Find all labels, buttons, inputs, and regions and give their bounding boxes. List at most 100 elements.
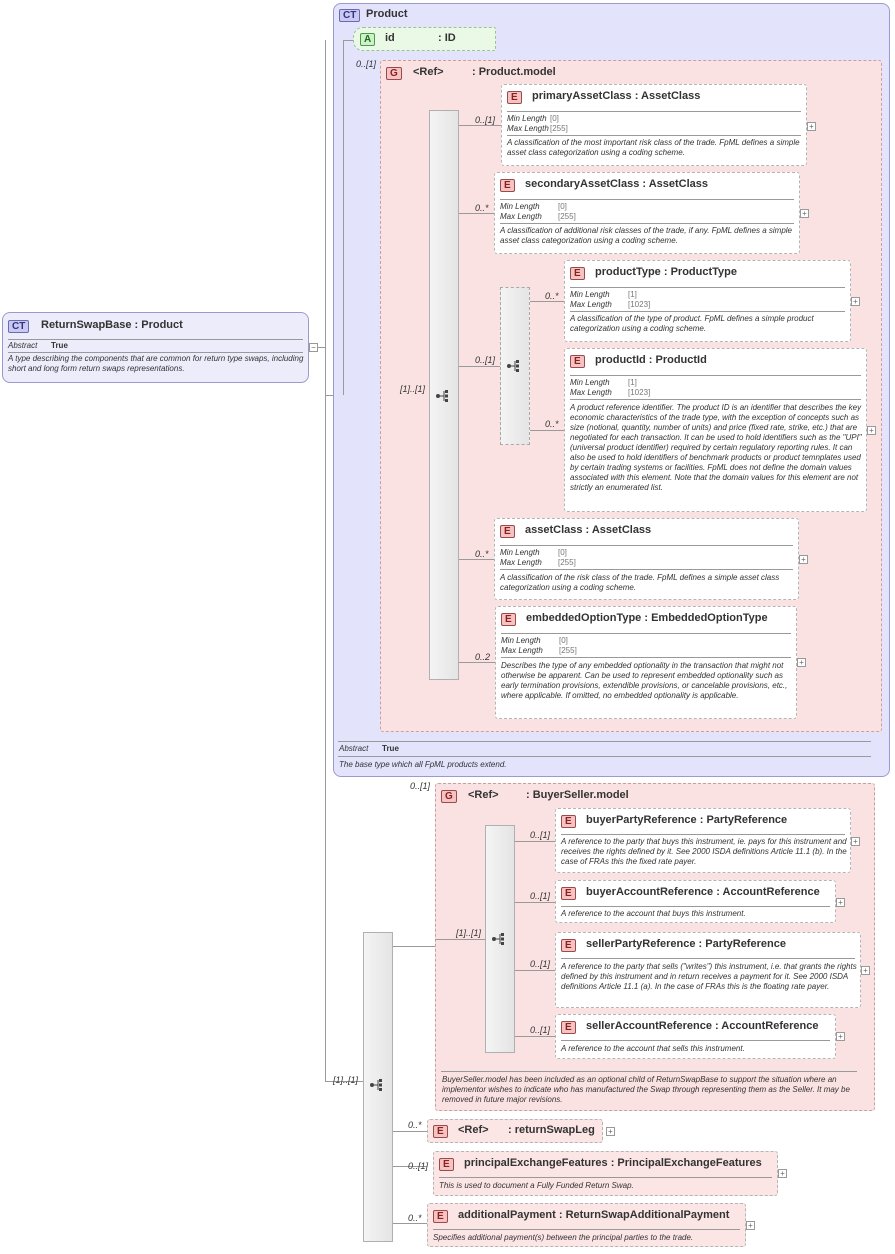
expand-toggle[interactable]: + <box>867 426 876 435</box>
element-return-swap-leg[interactable]: E <Ref> : returnSwapLeg <box>427 1119 603 1143</box>
element-buyer-account-reference[interactable]: E buyerAccountReference : AccountReferen… <box>555 880 836 923</box>
element-badge: E <box>561 815 576 828</box>
product-title: Product <box>366 8 408 20</box>
max-length-value: [255] <box>550 124 568 133</box>
group-name: : BuyerSeller.model <box>526 789 629 801</box>
element-product-type[interactable]: E productType : ProductType Min Length [… <box>564 260 851 342</box>
element-primary-asset-class[interactable]: E primaryAssetClass : AssetClass Min Len… <box>501 84 807 166</box>
attribute-id[interactable]: A id : ID <box>353 27 496 51</box>
element-description: Specifies additional payment(s) between … <box>433 1233 694 1242</box>
element-cardinality: 0..* <box>408 1120 422 1130</box>
abstract-value: True <box>51 341 68 350</box>
element-description: A classification of additional risk clas… <box>500 226 792 245</box>
expand-toggle[interactable]: + <box>851 297 860 306</box>
product-abstract-label: Abstract <box>339 744 369 753</box>
root-description: A type describing the components that ar… <box>8 354 304 373</box>
element-embedded-option-type[interactable]: E embeddedOptionType : EmbeddedOptionTyp… <box>495 606 797 719</box>
element-title: buyerPartyReference : PartyReference <box>586 814 788 826</box>
element-name: : returnSwapLeg <box>508 1124 595 1136</box>
element-badge: E <box>500 525 515 538</box>
group-cardinality: 0..[1] <box>356 59 377 69</box>
element-cardinality: 0..[1] <box>530 959 551 969</box>
element-additional-payment[interactable]: E additionalPayment : ReturnSwapAddition… <box>427 1203 746 1247</box>
sequence-icon <box>436 390 448 402</box>
element-badge: E <box>561 887 576 900</box>
expand-toggle[interactable]: + <box>836 1032 845 1041</box>
sequence-cardinality: [1]..[1] <box>456 928 482 938</box>
sequence-icon <box>370 1079 382 1091</box>
product-description: The base type which all FpML products ex… <box>339 760 507 769</box>
group-name: : Product.model <box>472 66 556 78</box>
expand-toggle[interactable]: + <box>800 209 809 218</box>
element-cardinality: 0..[1] <box>408 1161 429 1171</box>
max-length-label: Max Length <box>507 124 549 133</box>
group-description: BuyerSeller.model has been included as a… <box>442 1075 850 1104</box>
product-abstract-value: True <box>382 744 399 753</box>
expand-toggle[interactable]: + <box>799 555 808 564</box>
min-length-value: [0] <box>558 548 567 557</box>
element-badge: E <box>570 355 585 368</box>
element-seller-account-reference[interactable]: E sellerAccountReference : AccountRefere… <box>555 1014 836 1059</box>
attribute-badge: A <box>360 33 376 46</box>
element-cardinality: 0..* <box>475 549 489 559</box>
element-secondary-asset-class[interactable]: E secondaryAssetClass : AssetClass Min L… <box>494 172 800 254</box>
min-length-label: Min Length <box>507 114 547 123</box>
element-title: productId : ProductId <box>595 354 707 366</box>
root-title: ReturnSwapBase : Product <box>41 319 183 331</box>
element-cardinality: 0..[1] <box>530 1025 551 1035</box>
element-badge: E <box>570 267 585 280</box>
expand-toggle[interactable]: + <box>797 658 806 667</box>
expand-toggle[interactable]: + <box>851 837 860 846</box>
element-description: A reference to the party that buys this … <box>561 837 847 866</box>
max-length-label: Max Length <box>570 300 612 309</box>
element-cardinality: 0..* <box>475 203 489 213</box>
max-length-value: [255] <box>559 646 577 655</box>
choice-cardinality: 0..[1] <box>475 355 496 365</box>
collapse-toggle[interactable]: − <box>309 343 318 352</box>
expand-toggle[interactable]: + <box>836 898 845 907</box>
element-asset-class[interactable]: E assetClass : AssetClass Min Length [0]… <box>494 518 799 600</box>
expand-toggle[interactable]: + <box>807 122 816 131</box>
min-length-value: [1] <box>628 290 637 299</box>
element-cardinality: 0..[1] <box>530 891 551 901</box>
min-length-value: [0] <box>559 636 568 645</box>
complex-type-badge: CT <box>8 320 30 333</box>
element-description: This is used to document a Fully Funded … <box>439 1181 634 1190</box>
element-cardinality: 0..2 <box>475 652 491 662</box>
element-principal-exchange-features[interactable]: E principalExchangeFeatures : PrincipalE… <box>433 1151 778 1196</box>
expand-toggle[interactable]: + <box>861 966 870 975</box>
element-title: productType : ProductType <box>595 266 737 278</box>
max-length-label: Max Length <box>501 646 543 655</box>
element-cardinality: 0..* <box>408 1213 422 1223</box>
expand-toggle[interactable]: + <box>746 1221 755 1230</box>
element-badge: E <box>439 1158 454 1171</box>
element-seller-party-reference[interactable]: E sellerPartyReference : PartyReference … <box>555 932 861 1008</box>
min-length-label: Min Length <box>501 636 541 645</box>
element-description: Describes the type of any embedded optio… <box>501 661 788 700</box>
element-cardinality: 0..* <box>545 419 559 429</box>
group-ref: <Ref> <box>413 66 444 78</box>
element-product-id[interactable]: E productId : ProductId Min Length [1] M… <box>564 348 867 512</box>
choice-icon <box>507 360 519 372</box>
min-length-label: Min Length <box>500 548 540 557</box>
element-title: secondaryAssetClass : AssetClass <box>525 178 709 190</box>
element-badge: E <box>561 1021 576 1034</box>
element-title: additionalPayment : ReturnSwapAdditional… <box>458 1209 730 1221</box>
min-length-value: [0] <box>558 202 567 211</box>
expand-toggle[interactable]: + <box>606 1127 615 1136</box>
root-complex-type[interactable]: CT ReturnSwapBase : Product Abstract Tru… <box>2 312 309 383</box>
sequence-cardinality: [1]..[1] <box>333 1075 359 1085</box>
element-buyer-party-reference[interactable]: E buyerPartyReference : PartyReference A… <box>555 808 851 873</box>
element-title: sellerAccountReference : AccountReferenc… <box>586 1020 819 1032</box>
expand-toggle[interactable]: + <box>778 1169 787 1178</box>
element-title: principalExchangeFeatures : PrincipalExc… <box>464 1157 762 1169</box>
element-title: primaryAssetClass : AssetClass <box>532 90 701 102</box>
max-length-label: Max Length <box>570 388 612 397</box>
group-badge: G <box>441 790 457 803</box>
element-description: A reference to the account that buys thi… <box>561 909 746 918</box>
group-cardinality: 0..[1] <box>410 781 431 791</box>
attribute-type: : ID <box>438 32 456 44</box>
element-title: sellerPartyReference : PartyReference <box>586 938 786 950</box>
element-description: A reference to the party that sells ("wr… <box>561 962 857 991</box>
element-description: A classification of the risk class of th… <box>500 573 780 592</box>
